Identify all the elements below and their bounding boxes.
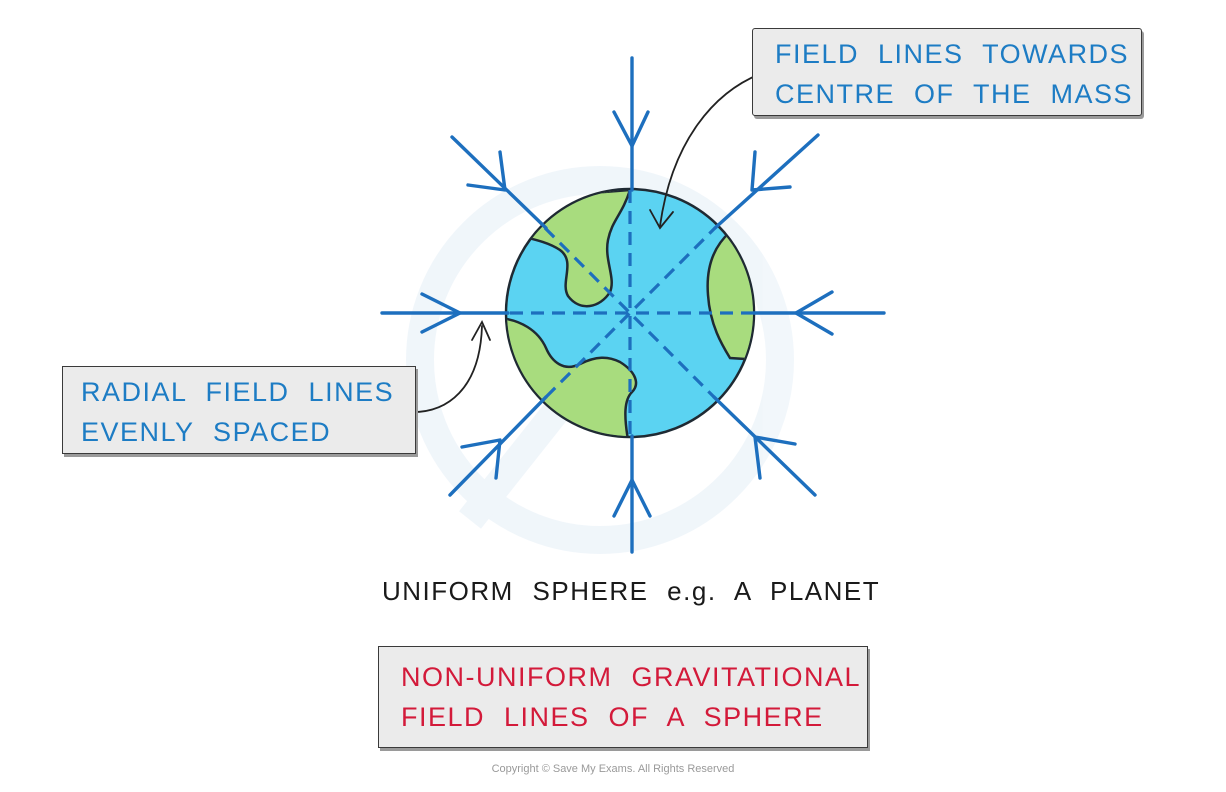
- title-line2: FIELD LINES OF A SPHERE: [401, 702, 824, 732]
- copyright-notice: Copyright © Save My Exams. All Rights Re…: [491, 763, 735, 775]
- field-line-top-left: [450, 135, 548, 230]
- exterior-field-lines: [380, 56, 886, 554]
- arrowhead-right: [794, 290, 834, 336]
- field-line-top-right: [713, 133, 820, 230]
- arrowhead-top-right: [750, 150, 792, 192]
- field-line-bottom-right: [712, 395, 817, 497]
- arrowhead-top: [612, 110, 650, 148]
- annotation-towards-line2: CENTRE OF THE MASS: [775, 79, 1134, 109]
- title-line1: NON-UNIFORM GRAVITATIONAL: [401, 662, 862, 692]
- annotation-towards-line1: FIELD LINES TOWARDS: [775, 39, 1130, 69]
- annotation-radial-line2: EVENLY SPACED: [81, 417, 332, 447]
- pointer-radial: [407, 325, 483, 413]
- annotation-radial-box: RADIAL FIELD LINES EVENLY SPACED: [62, 366, 416, 454]
- pointer-radial-head: [471, 319, 491, 341]
- arrowhead-bottom: [612, 478, 652, 518]
- arrowhead-left: [420, 292, 462, 334]
- pointer-towards: [659, 73, 761, 227]
- arrowhead-top-left: [466, 150, 507, 192]
- annotation-radial-line1: RADIAL FIELD LINES: [81, 377, 395, 407]
- title-box: NON-UNIFORM GRAVITATIONAL FIELD LINES OF…: [378, 646, 868, 748]
- arrowhead-bottom-left: [460, 438, 502, 480]
- arrowhead-bottom-right: [753, 435, 797, 480]
- pointer-towards-head: [649, 209, 674, 230]
- diagram-caption: UNIFORM SPHERE e.g. A PLANET: [382, 576, 881, 606]
- interior-field-lines: [510, 190, 755, 436]
- annotation-towards-box: FIELD LINES TOWARDS CENTRE OF THE MASS: [752, 28, 1142, 116]
